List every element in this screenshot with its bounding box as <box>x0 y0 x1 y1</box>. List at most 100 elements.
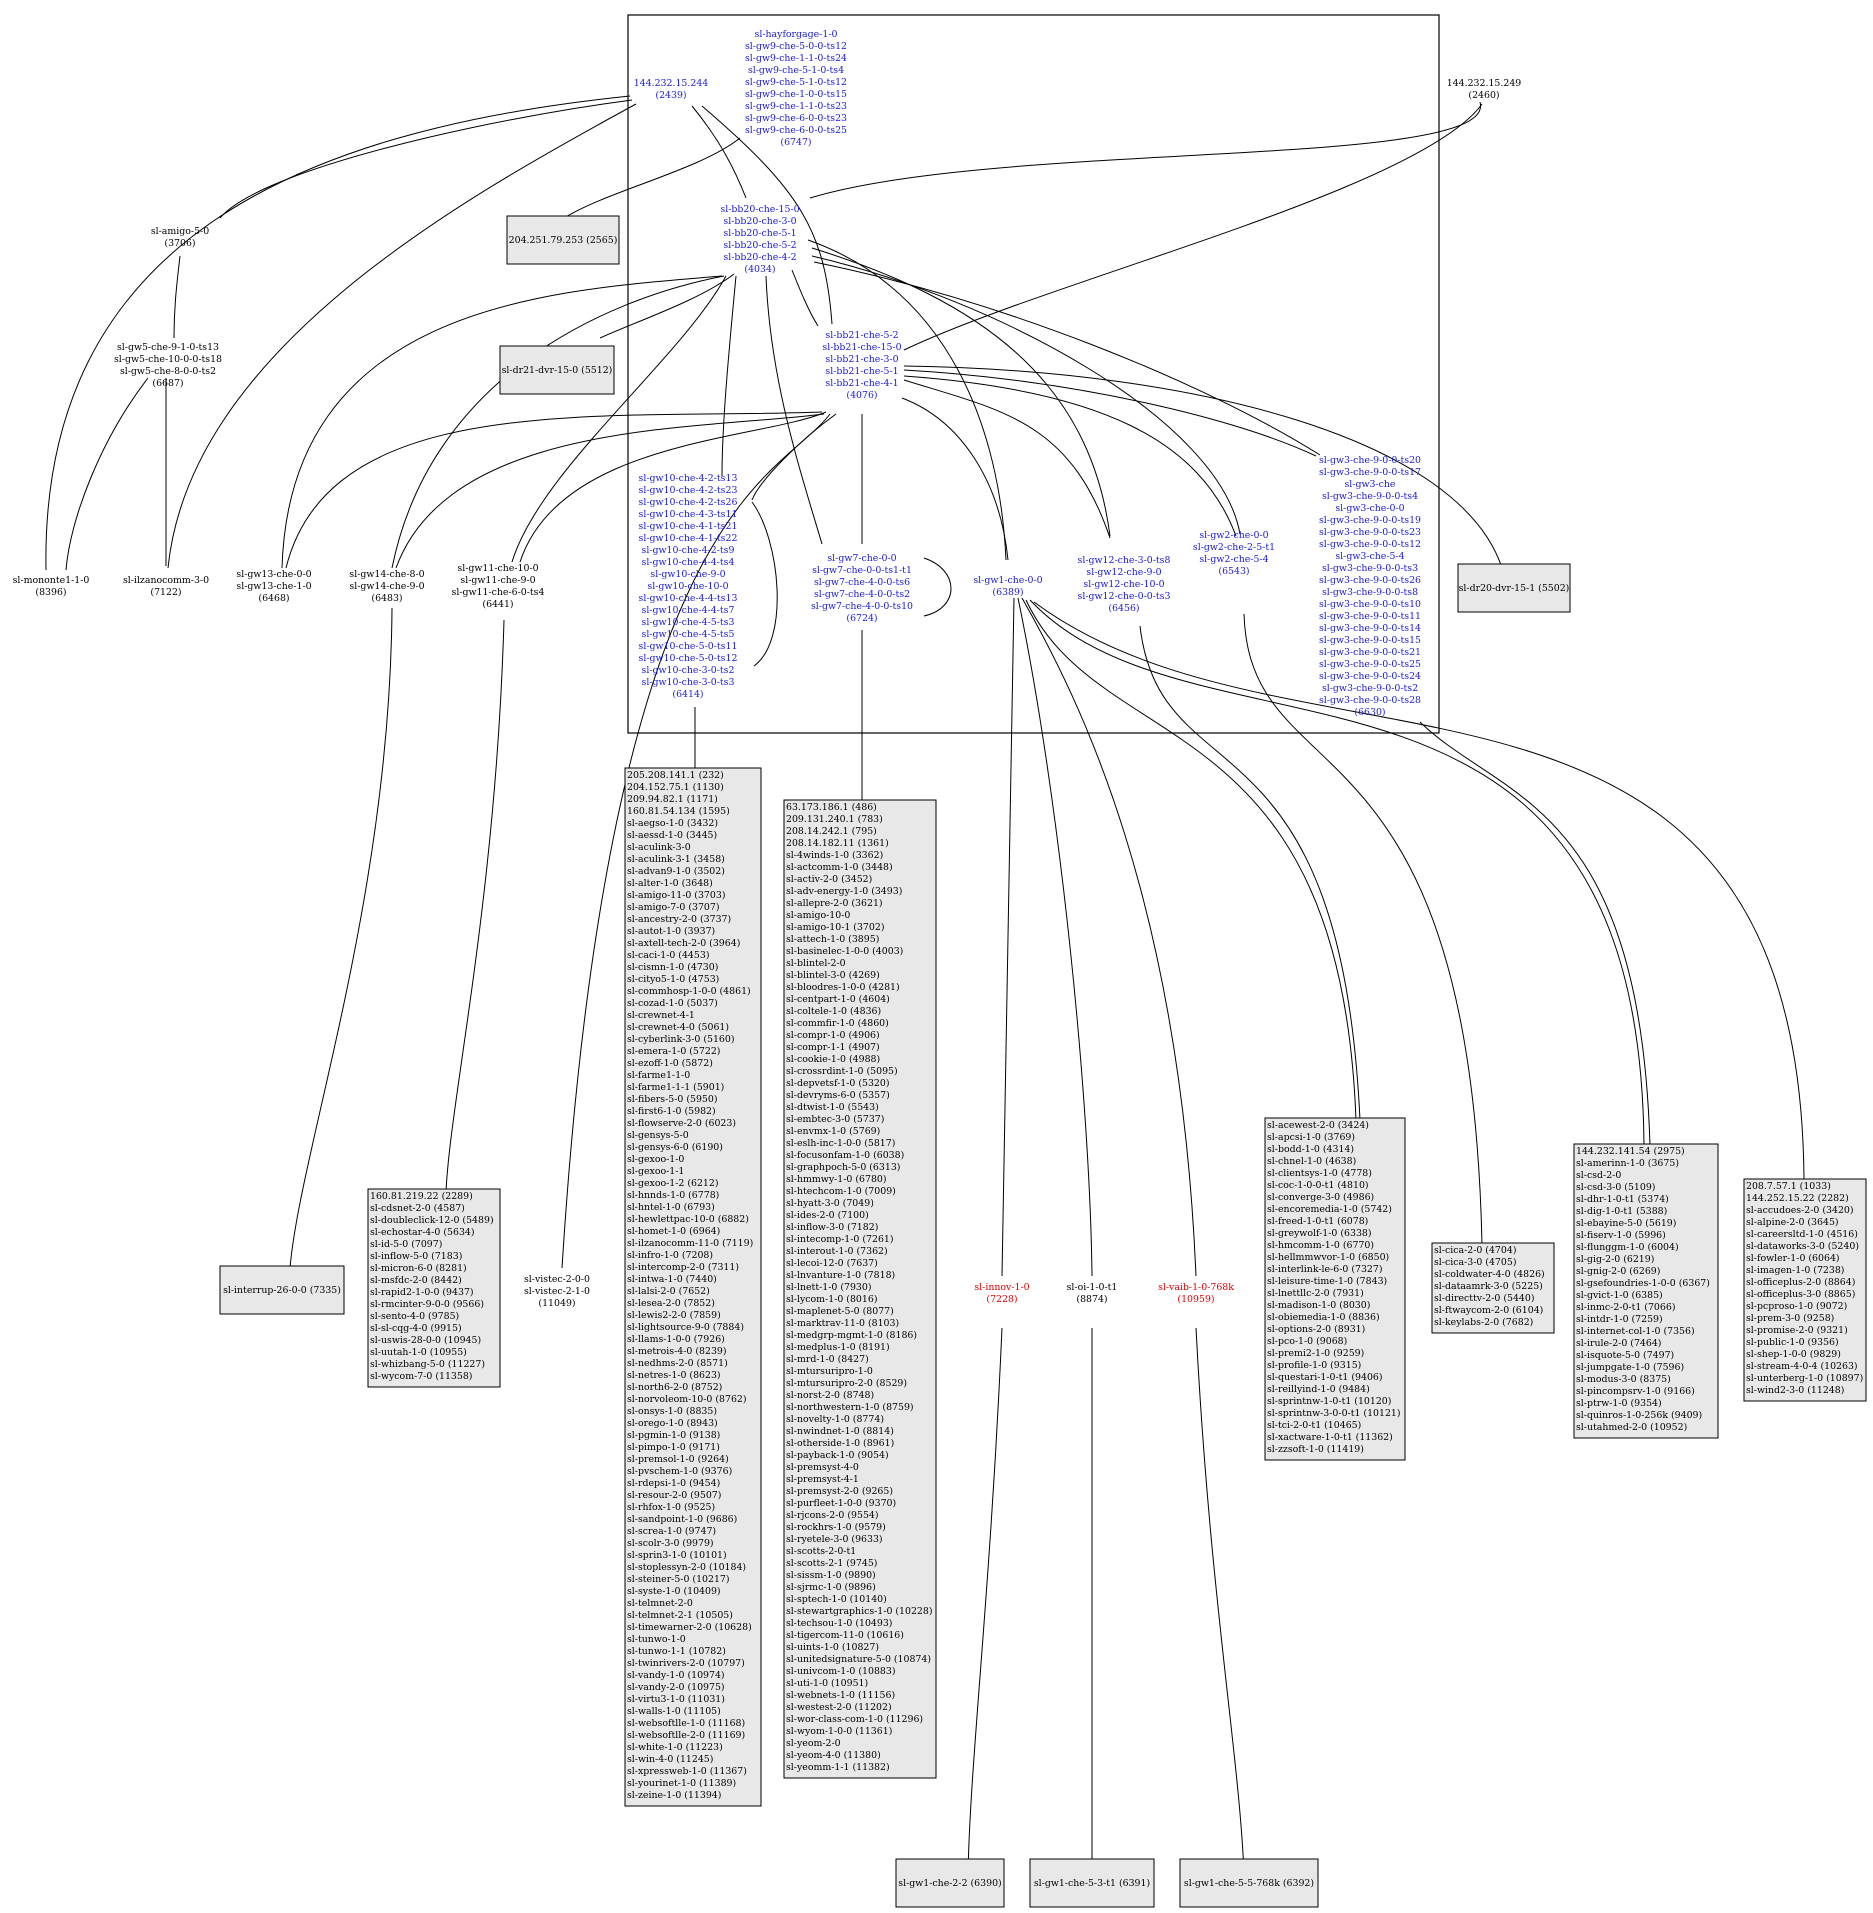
box-bF: 144.232.141.54 (2975)sl-amerinn-1-0 (367… <box>1573 1143 1719 1439</box>
box-label-line: sl-rjcons-2-0 (9554) <box>786 1510 879 1521</box>
box-label-line: sl-stewartgraphics-1-0 (10228) <box>786 1606 933 1617</box>
node-label-line: sl-gw7-che-0-0 <box>827 553 896 564</box>
box-label-line: sl-envmx-1-0 (5769) <box>786 1126 880 1137</box>
box-bG: 208.7.57.1 (1033)144.252.15.22 (2282)sl-… <box>1743 1178 1867 1402</box>
box-frame <box>1029 1858 1155 1908</box>
box-label-line: sl-pcproso-1-0 (9072) <box>1746 1301 1847 1312</box>
box-label-line: sl-uti-1-0 (10951) <box>786 1678 868 1689</box>
box-label-line: sl-crewnet-4-0 (5061) <box>627 1022 729 1033</box>
node-label-line: sl-gw3-che-9-0-0-ts26 <box>1319 575 1421 586</box>
box-label-line: sl-rhfox-1-0 (9525) <box>627 1502 715 1513</box>
edge-bb21-gw14 <box>395 413 825 569</box>
box-label-line: sl-flowserve-2-0 (6023) <box>627 1118 736 1129</box>
box-label-line: sl-irule-2-0 (7464) <box>1576 1338 1661 1349</box>
node-labels: 144.232.15.244(2439)sl-hayforgage-1-0sl-… <box>13 29 1522 1309</box>
box-label-line: sl-homet-1-0 (6964) <box>627 1226 720 1237</box>
box-label-line: sl-gexoo-1-1 <box>627 1166 684 1177</box>
box-label-line: sl-stoplessyn-2-0 (10184) <box>627 1562 746 1573</box>
node-label-line: sl-gw3-che-9-0-0-ts24 <box>1319 671 1421 682</box>
edge-bb21-gw10 <box>751 413 837 501</box>
node-label-line: sl-gw3-che-9-0-0-ts10 <box>1319 599 1421 610</box>
box-label-line: sl-univcom-1-0 (10883) <box>786 1666 896 1677</box>
box-label-line: sl-nedhms-2-0 (8571) <box>627 1358 728 1369</box>
node-label-line: sl-gw11-che-10-0 <box>457 563 538 574</box>
box-label-line: sl-commhosp-1-0-0 (4861) <box>627 986 751 997</box>
box-label-line: sl-onsys-1-0 (8835) <box>627 1406 717 1417</box>
box-label-line: sl-scotts-2-0-t1 <box>786 1546 856 1557</box>
node-label-line: sl-gw10-che-4-4-ts13 <box>639 593 738 604</box>
box-label-line: sl-tunwo-1-1 (10782) <box>627 1646 726 1657</box>
box-label-line: sl-imagen-1-0 (7238) <box>1746 1265 1844 1276</box>
box-label-line: sl-depvetsf-1-0 (5320) <box>786 1078 890 1089</box>
box-label-line: sl-advan9-1-0 (3502) <box>627 866 725 877</box>
box-label-line: sl-wor-class-com-1-0 (11296) <box>786 1714 923 1725</box>
box-label-line: sl-gig-2-0 (6219) <box>1576 1254 1654 1265</box>
node-nvistec: sl-vistec-2-0-0sl-vistec-2-1-0(11049) <box>524 1274 590 1309</box>
box-label-line: sl-directtv-2-0 (5440) <box>1434 1293 1535 1304</box>
node-label-line: (3706) <box>164 238 195 249</box>
box-label-line: sl-options-2-0 (8931) <box>1267 1324 1365 1335</box>
box-label-line: sl-eslh-inc-1-0-0 (5817) <box>786 1138 895 1149</box>
box-label-line: sl-blintel-2-0 <box>786 958 846 969</box>
node-label-line: sl-bb20-che-15-0 <box>720 204 799 215</box>
node-label-line: sl-gw10-che-3-0-ts3 <box>642 677 735 688</box>
node-label-line: sl-gw7-che-4-0-0-ts6 <box>814 577 910 588</box>
box-label-line: sl-farme1-1-1 (5901) <box>627 1082 724 1093</box>
box-label-line: sl-premsyst-4-0 <box>786 1462 859 1473</box>
box-label-line: 144.252.15.22 (2282) <box>1746 1193 1849 1204</box>
edge-gw2-listE <box>1243 613 1483 1245</box>
node-nilzano: sl-ilzanocomm-3-0(7122) <box>123 575 209 598</box>
box-label-line: sl-lalsi-2-0 (7652) <box>627 1286 710 1297</box>
box-label-line: sl-dataworks-3-0 (5240) <box>1746 1241 1859 1252</box>
box-label-line: sl-gvict-1-0 (6385) <box>1576 1290 1663 1301</box>
box-label-line: sl-id-5-0 (7097) <box>370 1239 442 1250</box>
box-label-line: sl-lnett-1-0 (7930) <box>786 1282 872 1293</box>
node-nmonon: sl-mononte1-1-0(8396) <box>13 575 90 598</box>
box-bdr21: sl-dr21-dvr-15-0 (5512) <box>499 345 615 395</box>
box-label-line: sl-jumpgate-1-0 (7596) <box>1576 1362 1684 1373</box>
box-label-line: sl-amigo-7-0 (3707) <box>627 902 720 913</box>
box-frame <box>1743 1178 1867 1402</box>
box-label-line: sl-coltele-1-0 (4836) <box>786 1006 881 1017</box>
box-label-line: sl-mtursuripro-1-0 <box>786 1366 873 1377</box>
box-label-line: sl-encoremedia-1-0 (5742) <box>1267 1204 1392 1215</box>
node-label-line: sl-gw13-che-0-0 <box>236 569 311 580</box>
edge-bb20-gw13 <box>281 275 723 569</box>
box-label-line: sl-ilzanocomm-11-0 (7119) <box>627 1238 753 1249</box>
box-label-line: sl-inmc-2-0-t1 (7066) <box>1576 1302 1675 1313</box>
box-label-line: sl-profile-1-0 (9315) <box>1267 1360 1361 1371</box>
box-bgw1c: sl-gw1-che-5-5-768k (6392) <box>1179 1858 1319 1908</box>
node-label-line: (4076) <box>846 390 877 401</box>
box-label-line: sl-internet-col-1-0 (7356) <box>1576 1326 1695 1337</box>
edge-gw1-listG <box>1033 601 1805 1181</box>
node-label-line: sl-vaib-1-0-768k <box>1158 1282 1234 1293</box>
box-label-line: sl-wind2-3-0 (11248) <box>1746 1385 1844 1396</box>
node-label-line: sl-gw3-che-0-0 <box>1335 503 1404 514</box>
box-label-line: sl-coldwater-4-0 (4826) <box>1434 1269 1545 1280</box>
box-frame <box>1264 1117 1406 1461</box>
box-label-line: sl-unitedsignature-5-0 (10874) <box>786 1654 931 1665</box>
box-label-line: sl-aegso-1-0 (3432) <box>627 818 718 829</box>
box-label-line: sl-fibers-5-0 (5950) <box>627 1094 718 1105</box>
node-label-line: 144.232.15.244 <box>634 78 709 89</box>
box-label-line: sl-aculink-3-1 (3458) <box>627 854 725 865</box>
node-label-line: sl-gw2-che-2-5-t1 <box>1193 542 1275 553</box>
edge-244-mononte1 <box>45 95 631 571</box>
box-label-line: sl-shep-1-0-0 (9829) <box>1746 1349 1841 1360</box>
box-label-line: sl-bodd-1-0 (4314) <box>1267 1144 1354 1155</box>
box-label-line: sl-lewis2-2-0 (7859) <box>627 1310 721 1321</box>
box-label-line: sl-modus-3-0 (8375) <box>1576 1374 1671 1385</box>
box-label-line: sl-madison-1-0 (8030) <box>1267 1300 1370 1311</box>
node-nvaib: sl-vaib-1-0-768k(10959) <box>1158 1282 1234 1305</box>
box-label-line: sl-farme1-1-0 <box>627 1070 690 1081</box>
node-label-line: sl-gw3-che-9-0-0-ts28 <box>1319 695 1421 706</box>
box-label-line: sl-dr21-dvr-15-0 (5512) <box>502 365 613 376</box>
node-label-line: sl-gw3-che-9-0-0-ts11 <box>1319 611 1421 622</box>
edge-gw1-vaib <box>1021 597 1197 1277</box>
box-label-line: sl-crossrdint-1-0 (5095) <box>786 1066 898 1077</box>
box-label-line: sl-westest-2-0 (11202) <box>786 1702 892 1713</box>
node-ngw7: sl-gw7-che-0-0sl-gw7-che-0-0-ts1-t1sl-gw… <box>811 553 913 624</box>
box-label-line: sl-reillyind-1-0 (9484) <box>1267 1384 1370 1395</box>
node-namigo5: sl-amigo-5-0(3706) <box>151 226 209 249</box>
box-label-line: 205.208.141.1 (232) <box>627 770 724 781</box>
